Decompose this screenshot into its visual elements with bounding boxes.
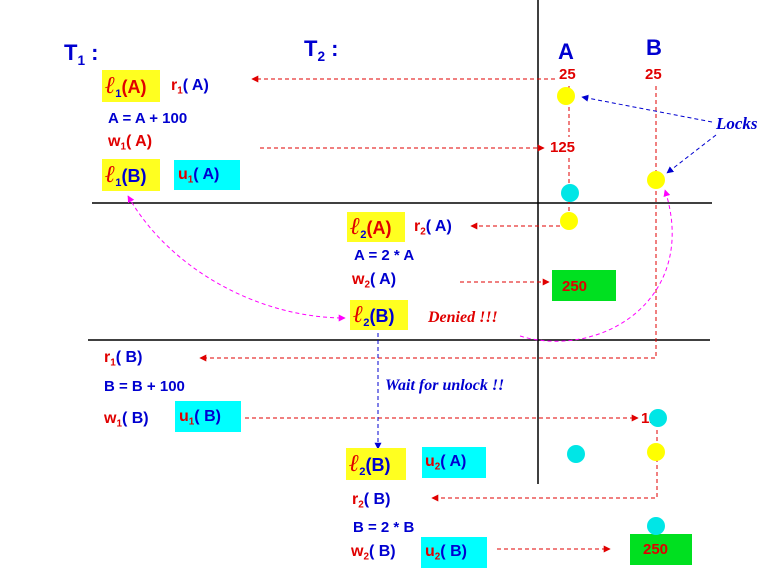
unlock2-a-op: u2( A) xyxy=(425,453,467,473)
lock-conflict-curve xyxy=(127,195,346,322)
read2-a-op: r2( A) xyxy=(414,218,452,238)
a-free-dot xyxy=(567,445,585,463)
l2a-highlight xyxy=(347,212,405,242)
lock1-b-op: ℓ1(B) xyxy=(105,162,147,189)
held-lock-curve xyxy=(519,189,673,342)
write2-b-op: w2( B) xyxy=(351,543,396,563)
b-final-box xyxy=(630,534,692,565)
unlock1-a-op: u1( A) xyxy=(178,166,220,186)
u2b-highlight xyxy=(421,537,487,568)
t1-header: T1 : xyxy=(64,40,99,68)
a-mid-value: 125 xyxy=(550,139,576,156)
read1-a-op: r1( A) xyxy=(171,77,209,97)
a-times-2: A = 2 * A xyxy=(354,247,415,264)
b-plus-100: B = B + 100 xyxy=(104,378,185,395)
lock1-a-op: ℓ1(A) xyxy=(105,73,147,100)
read2-b-op: r2( B) xyxy=(352,491,391,511)
b-initial-value: 25 xyxy=(645,66,662,83)
b-unlock-dot xyxy=(649,409,667,427)
read1-b-op: r1( B) xyxy=(104,349,143,369)
a-plus-100: A = A + 100 xyxy=(108,110,188,127)
a-final-value: 250 xyxy=(562,278,588,295)
l2b2-highlight xyxy=(346,448,406,480)
lock2-a-op: ℓ2(A) xyxy=(350,214,392,241)
column-b-header: B xyxy=(646,35,662,60)
l1a-highlight xyxy=(102,70,160,102)
b-free-dot xyxy=(647,517,665,535)
lock2-b-granted-op: ℓ2(B) xyxy=(349,451,391,478)
lock2-b-denied-op: ℓ2(B) xyxy=(353,302,395,329)
l2b-highlight xyxy=(350,300,408,330)
l1b-highlight xyxy=(102,159,160,191)
wait-label: Wait for unlock !! xyxy=(385,377,505,394)
denied-label: Denied !!! xyxy=(428,309,498,326)
locks-arrow-a xyxy=(581,94,713,123)
u1a-highlight xyxy=(174,160,240,190)
a-unlocked-dot xyxy=(561,184,579,202)
lock-b-dot xyxy=(647,171,665,189)
lock-a-t2-dot xyxy=(560,212,578,230)
locks-arrow-b xyxy=(666,134,717,174)
column-a-header: A xyxy=(558,39,574,64)
b-final-value: 250 xyxy=(643,541,669,558)
locks-label: Locks xyxy=(716,114,758,133)
arrow-read-b-t1 xyxy=(199,86,657,362)
a-final-box xyxy=(552,270,616,301)
lock-b-t2-dot xyxy=(647,443,665,461)
lock-a-dot xyxy=(557,87,575,105)
t2-header: T2 : xyxy=(304,36,339,64)
write1-a-op: w1( A) xyxy=(108,133,153,153)
arrow-read-a-t2 xyxy=(470,158,570,230)
u1b-highlight xyxy=(175,401,241,432)
write1-b-op: w1( B) xyxy=(104,410,149,430)
a-initial-value: 25 xyxy=(559,66,576,83)
unlock2-b-op: u2( B) xyxy=(425,543,467,563)
unlock1-b-op: u1( B) xyxy=(179,408,221,428)
u2a-highlight xyxy=(422,447,486,478)
write2-a-op: w2( A) xyxy=(352,271,397,291)
b-times-2: B = 2 * B xyxy=(353,519,415,536)
